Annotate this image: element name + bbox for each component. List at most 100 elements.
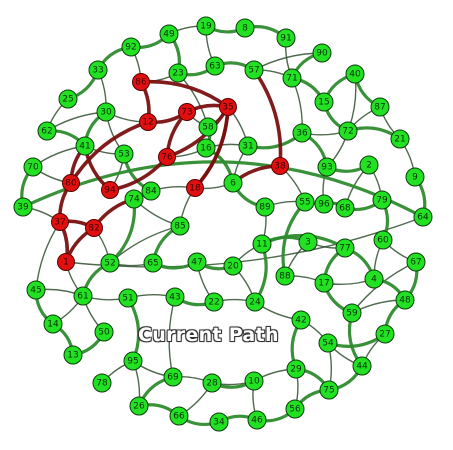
path-node-37[interactable]: 37 (51, 213, 69, 231)
node-66[interactable]: 66 (169, 406, 189, 426)
node-63[interactable]: 63 (205, 56, 225, 76)
node-54[interactable]: 54 (318, 333, 338, 353)
path-node-80[interactable]: 80 (62, 174, 80, 192)
node-85[interactable]: 85 (170, 216, 190, 236)
node-21[interactable]: 21 (390, 129, 410, 149)
node-49[interactable]: 49 (159, 24, 179, 44)
node-circle (13, 197, 33, 217)
node-22[interactable]: 22 (204, 292, 224, 312)
node-78[interactable]: 78 (92, 373, 112, 393)
node-57[interactable]: 57 (244, 60, 264, 80)
node-label: 42 (295, 316, 306, 326)
path-node-35[interactable]: 35 (219, 98, 237, 116)
node-72[interactable]: 72 (338, 121, 358, 141)
path-node-94[interactable]: 94 (101, 181, 119, 199)
node-65[interactable]: 65 (143, 253, 163, 273)
node-56[interactable]: 56 (285, 399, 305, 419)
node-27[interactable]: 27 (375, 324, 395, 344)
node-15[interactable]: 15 (314, 92, 334, 112)
node-40[interactable]: 40 (345, 64, 365, 84)
node-74[interactable]: 74 (124, 189, 144, 209)
node-51[interactable]: 51 (118, 288, 138, 308)
node-label: 78 (96, 379, 108, 389)
node-30[interactable]: 30 (96, 102, 116, 122)
node-label: 96 (318, 200, 330, 210)
node-52[interactable]: 52 (100, 253, 120, 273)
node-44[interactable]: 44 (352, 356, 372, 376)
node-label: 55 (299, 198, 310, 208)
node-circle (187, 252, 207, 272)
node-36[interactable]: 36 (292, 123, 312, 143)
path-node-82[interactable]: 82 (85, 219, 103, 237)
node-34[interactable]: 34 (209, 412, 229, 432)
path-node-18[interactable]: 18 (186, 179, 204, 197)
node-26[interactable]: 26 (129, 396, 149, 416)
node-42[interactable]: 42 (291, 310, 311, 330)
node-circle (338, 121, 358, 141)
node-6[interactable]: 6 (223, 173, 243, 193)
node-circle (23, 157, 43, 177)
node-68[interactable]: 68 (335, 198, 355, 218)
node-79[interactable]: 79 (372, 190, 392, 210)
node-62[interactable]: 62 (37, 121, 57, 141)
node-75[interactable]: 75 (319, 380, 339, 400)
path-node-12[interactable]: 12 (139, 113, 157, 131)
node-87[interactable]: 87 (370, 97, 390, 117)
node-25[interactable]: 25 (58, 89, 78, 109)
node-8[interactable]: 8 (235, 18, 255, 38)
node-16[interactable]: 16 (196, 138, 216, 158)
path-node-38[interactable]: 38 (271, 157, 289, 175)
node-47[interactable]: 47 (187, 252, 207, 272)
node-89[interactable]: 89 (255, 197, 275, 217)
node-31[interactable]: 31 (238, 136, 258, 156)
node-23[interactable]: 23 (168, 63, 188, 83)
node-28[interactable]: 28 (202, 373, 222, 393)
node-17[interactable]: 17 (314, 273, 334, 293)
node-70[interactable]: 70 (23, 157, 43, 177)
node-46[interactable]: 46 (247, 410, 267, 430)
node-53[interactable]: 53 (114, 144, 134, 164)
node-64[interactable]: 64 (413, 207, 433, 227)
node-55[interactable]: 55 (295, 192, 315, 212)
node-45[interactable]: 45 (26, 280, 46, 300)
node-43[interactable]: 43 (165, 287, 185, 307)
path-node-1[interactable]: 1 (57, 253, 75, 271)
path-node-76[interactable]: 76 (158, 148, 176, 166)
node-circle (312, 43, 332, 63)
node-93[interactable]: 93 (317, 157, 337, 177)
node-50[interactable]: 50 (94, 322, 114, 342)
node-77[interactable]: 77 (335, 238, 355, 258)
node-60[interactable]: 60 (373, 230, 393, 250)
node-48[interactable]: 48 (395, 290, 415, 310)
node-41[interactable]: 41 (75, 136, 95, 156)
node-59[interactable]: 59 (342, 303, 362, 323)
node-3[interactable]: 3 (298, 232, 318, 252)
node-95[interactable]: 95 (123, 351, 143, 371)
node-33[interactable]: 33 (88, 60, 108, 80)
node-96[interactable]: 96 (314, 194, 334, 214)
node-9[interactable]: 9 (405, 167, 425, 187)
node-90[interactable]: 90 (312, 43, 332, 63)
node-19[interactable]: 19 (196, 16, 216, 36)
node-58[interactable]: 58 (198, 117, 218, 137)
node-67[interactable]: 67 (406, 252, 426, 272)
node-61[interactable]: 61 (73, 286, 93, 306)
node-14[interactable]: 14 (43, 314, 63, 334)
path-node-73[interactable]: 73 (178, 103, 196, 121)
node-69[interactable]: 69 (163, 367, 183, 387)
node-39[interactable]: 39 (13, 197, 33, 217)
node-71[interactable]: 71 (282, 68, 302, 88)
path-node-86[interactable]: 86 (132, 73, 150, 91)
node-20[interactable]: 20 (223, 256, 243, 276)
node-29[interactable]: 29 (286, 359, 306, 379)
node-2[interactable]: 2 (359, 155, 379, 175)
node-13[interactable]: 13 (63, 345, 83, 365)
node-88[interactable]: 88 (275, 266, 295, 286)
node-10[interactable]: 10 (244, 371, 264, 391)
node-24[interactable]: 24 (245, 292, 265, 312)
node-91[interactable]: 91 (276, 28, 296, 48)
node-11[interactable]: 11 (252, 234, 272, 254)
node-4[interactable]: 4 (364, 269, 384, 289)
node-92[interactable]: 92 (121, 37, 141, 57)
node-84[interactable]: 84 (141, 181, 161, 201)
